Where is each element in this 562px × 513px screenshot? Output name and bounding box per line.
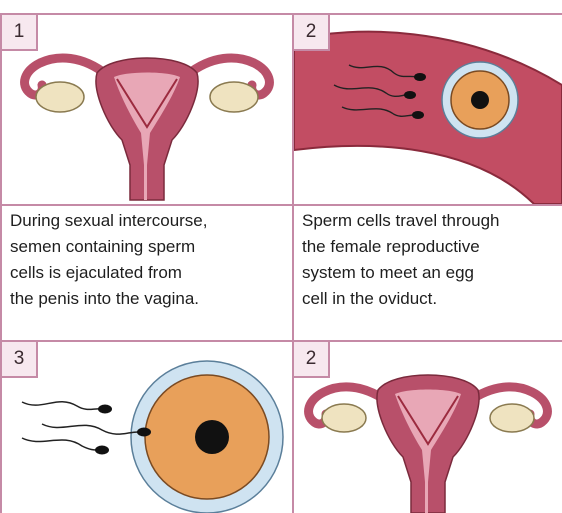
caption-1-line-4: the penis into the vagina. [10, 286, 290, 312]
large-sperm-tail-3 [22, 438, 97, 450]
large-sperm-head-1 [98, 405, 112, 414]
panel-2-oviduct-illustration [294, 15, 562, 204]
large-sperm-tail-2 [42, 424, 138, 434]
caption-2-line-3: system to meet an egg [302, 260, 562, 286]
panel-3-fertilization-illustration [2, 342, 292, 513]
right-ovary-2 [490, 404, 534, 432]
oviduct-figure [294, 32, 562, 204]
sperm-head-3 [412, 111, 424, 119]
large-egg-nucleus [195, 420, 229, 454]
uterus-figure [25, 58, 270, 200]
panel-4-uterus-illustration [294, 342, 562, 513]
egg-nucleus [471, 91, 489, 109]
large-sperm-tail-1 [22, 402, 100, 410]
sperm-head-2 [404, 91, 416, 99]
left-ovary [36, 82, 84, 112]
caption-1-line-3: cells is ejaculated from [10, 260, 290, 286]
right-ovary [210, 82, 258, 112]
caption-1-line-1: During sexual intercourse, [10, 208, 290, 234]
panel-1-uterus-illustration [2, 15, 292, 204]
oviduct-tube [294, 32, 562, 204]
caption-2-line-4: cell in the oviduct. [302, 286, 562, 312]
panel-1-number: 1 [2, 15, 38, 51]
sperm-head-1 [414, 73, 426, 81]
caption-2-line-1: Sperm cells travel through [302, 208, 562, 234]
caption-1: During sexual intercourse, semen contain… [10, 208, 290, 312]
panel-2-number: 2 [294, 15, 330, 51]
caption-2-line-2: the female reproductive [302, 234, 562, 260]
grid-line-mid1 [0, 204, 562, 206]
large-sperm-head-2 [137, 428, 151, 437]
caption-1-line-2: semen containing sperm [10, 234, 290, 260]
left-ovary-2 [322, 404, 366, 432]
large-sperm-tails [22, 402, 138, 450]
caption-2: Sperm cells travel through the female re… [302, 208, 562, 312]
fertilization-figure [22, 361, 283, 513]
large-sperm-head-3 [95, 446, 109, 455]
uterus-figure-2 [309, 375, 548, 513]
